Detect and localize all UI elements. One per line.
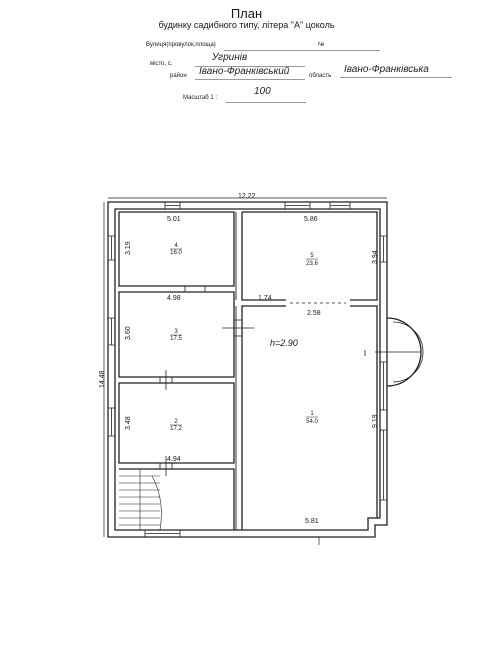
room-1-number: 1 bbox=[310, 411, 314, 417]
room-2-outline bbox=[118, 382, 235, 464]
district-line bbox=[195, 79, 305, 80]
stairs bbox=[119, 469, 162, 531]
dim-overall-height: 14.48 bbox=[99, 370, 106, 388]
dimension-lines bbox=[103, 197, 387, 545]
dim-room1-height: 9.19 bbox=[372, 414, 379, 428]
dim-room1-width: 5.81 bbox=[305, 518, 319, 525]
dim-room3-height: 3.60 bbox=[125, 326, 132, 340]
room-1-outline bbox=[350, 305, 378, 518]
room-3-number: 3 bbox=[174, 329, 178, 335]
dim-room4-height: 3.19 bbox=[125, 241, 132, 255]
dim-room5-height: 3.94 bbox=[372, 250, 379, 264]
outer-walls bbox=[107, 201, 388, 538]
street-label: Вулиця(провулок,площа) bbox=[146, 42, 216, 48]
room-4-area: 16.0 bbox=[170, 250, 182, 256]
document-title: План bbox=[230, 6, 263, 21]
room-5-number: 5 bbox=[310, 253, 314, 259]
dim-room4-width: 5.01 bbox=[167, 216, 181, 223]
porch-outline bbox=[386, 317, 422, 387]
room-5-area: 23.6 bbox=[306, 261, 318, 267]
city-value: Угринів bbox=[212, 52, 248, 63]
district-value: Івано-Франківський bbox=[199, 66, 290, 77]
region-line bbox=[340, 77, 452, 78]
region-value: Івано-Франківська bbox=[344, 64, 429, 75]
room-4-number: 4 bbox=[174, 243, 178, 249]
room-3-area: 17.5 bbox=[170, 336, 182, 342]
dim-overall-width: 12.22 bbox=[238, 193, 256, 200]
street-line bbox=[224, 50, 380, 51]
room-3-outline bbox=[118, 291, 235, 378]
windows bbox=[108, 202, 387, 537]
scale-label: Масштаб 1 : bbox=[183, 95, 218, 101]
scale-value: 100 bbox=[254, 86, 271, 97]
dim-room5-width: 5.86 bbox=[304, 216, 318, 223]
city-line bbox=[195, 66, 305, 67]
ceiling-height: h=2.90 bbox=[270, 338, 298, 348]
doors bbox=[159, 286, 254, 476]
document-subtitle: будинку садибного типу, літера "А" цокол… bbox=[158, 20, 335, 30]
room-5-outline bbox=[242, 211, 378, 301]
city-label: місто, с. bbox=[150, 61, 173, 67]
dim-room3-width: 4.98 bbox=[167, 295, 181, 302]
scale-line bbox=[226, 102, 306, 103]
region-label: область bbox=[309, 73, 332, 79]
dim-room2-height: 3.48 bbox=[125, 416, 132, 430]
dim-258: 2.58 bbox=[307, 310, 321, 317]
dim-174: 1.74 bbox=[258, 295, 272, 302]
room-4-outline bbox=[118, 211, 235, 287]
district-label: район bbox=[170, 73, 187, 79]
stair-area-outline bbox=[119, 468, 235, 530]
number-label: № bbox=[318, 42, 325, 48]
room-2-number: 2 bbox=[174, 419, 178, 425]
dim-room2-width: 4.94 bbox=[167, 456, 181, 463]
room-2-area: 17.2 bbox=[170, 426, 182, 432]
room-1-area: 54.0 bbox=[306, 419, 318, 425]
